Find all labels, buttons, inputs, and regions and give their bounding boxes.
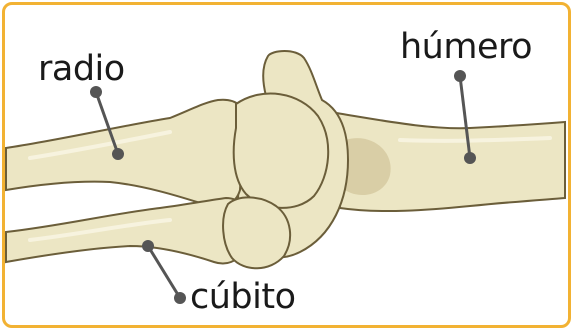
ulna-leader-line: [148, 246, 180, 298]
capitulum: [234, 94, 328, 208]
ulna-bone: [6, 198, 246, 264]
radius-bone: [6, 100, 244, 207]
humerus-leader-dot-bottom: [464, 152, 476, 164]
ulna-leader-dot-top: [142, 240, 154, 252]
radius-leader-dot-bottom: [112, 148, 124, 160]
ulna-leader-dot-bottom: [174, 292, 186, 304]
humerus-label: húmero: [400, 30, 532, 65]
radius-label: radio: [38, 52, 125, 87]
humerus-leader-dot-top: [454, 70, 466, 82]
ulna-label: cúbito: [190, 280, 296, 315]
